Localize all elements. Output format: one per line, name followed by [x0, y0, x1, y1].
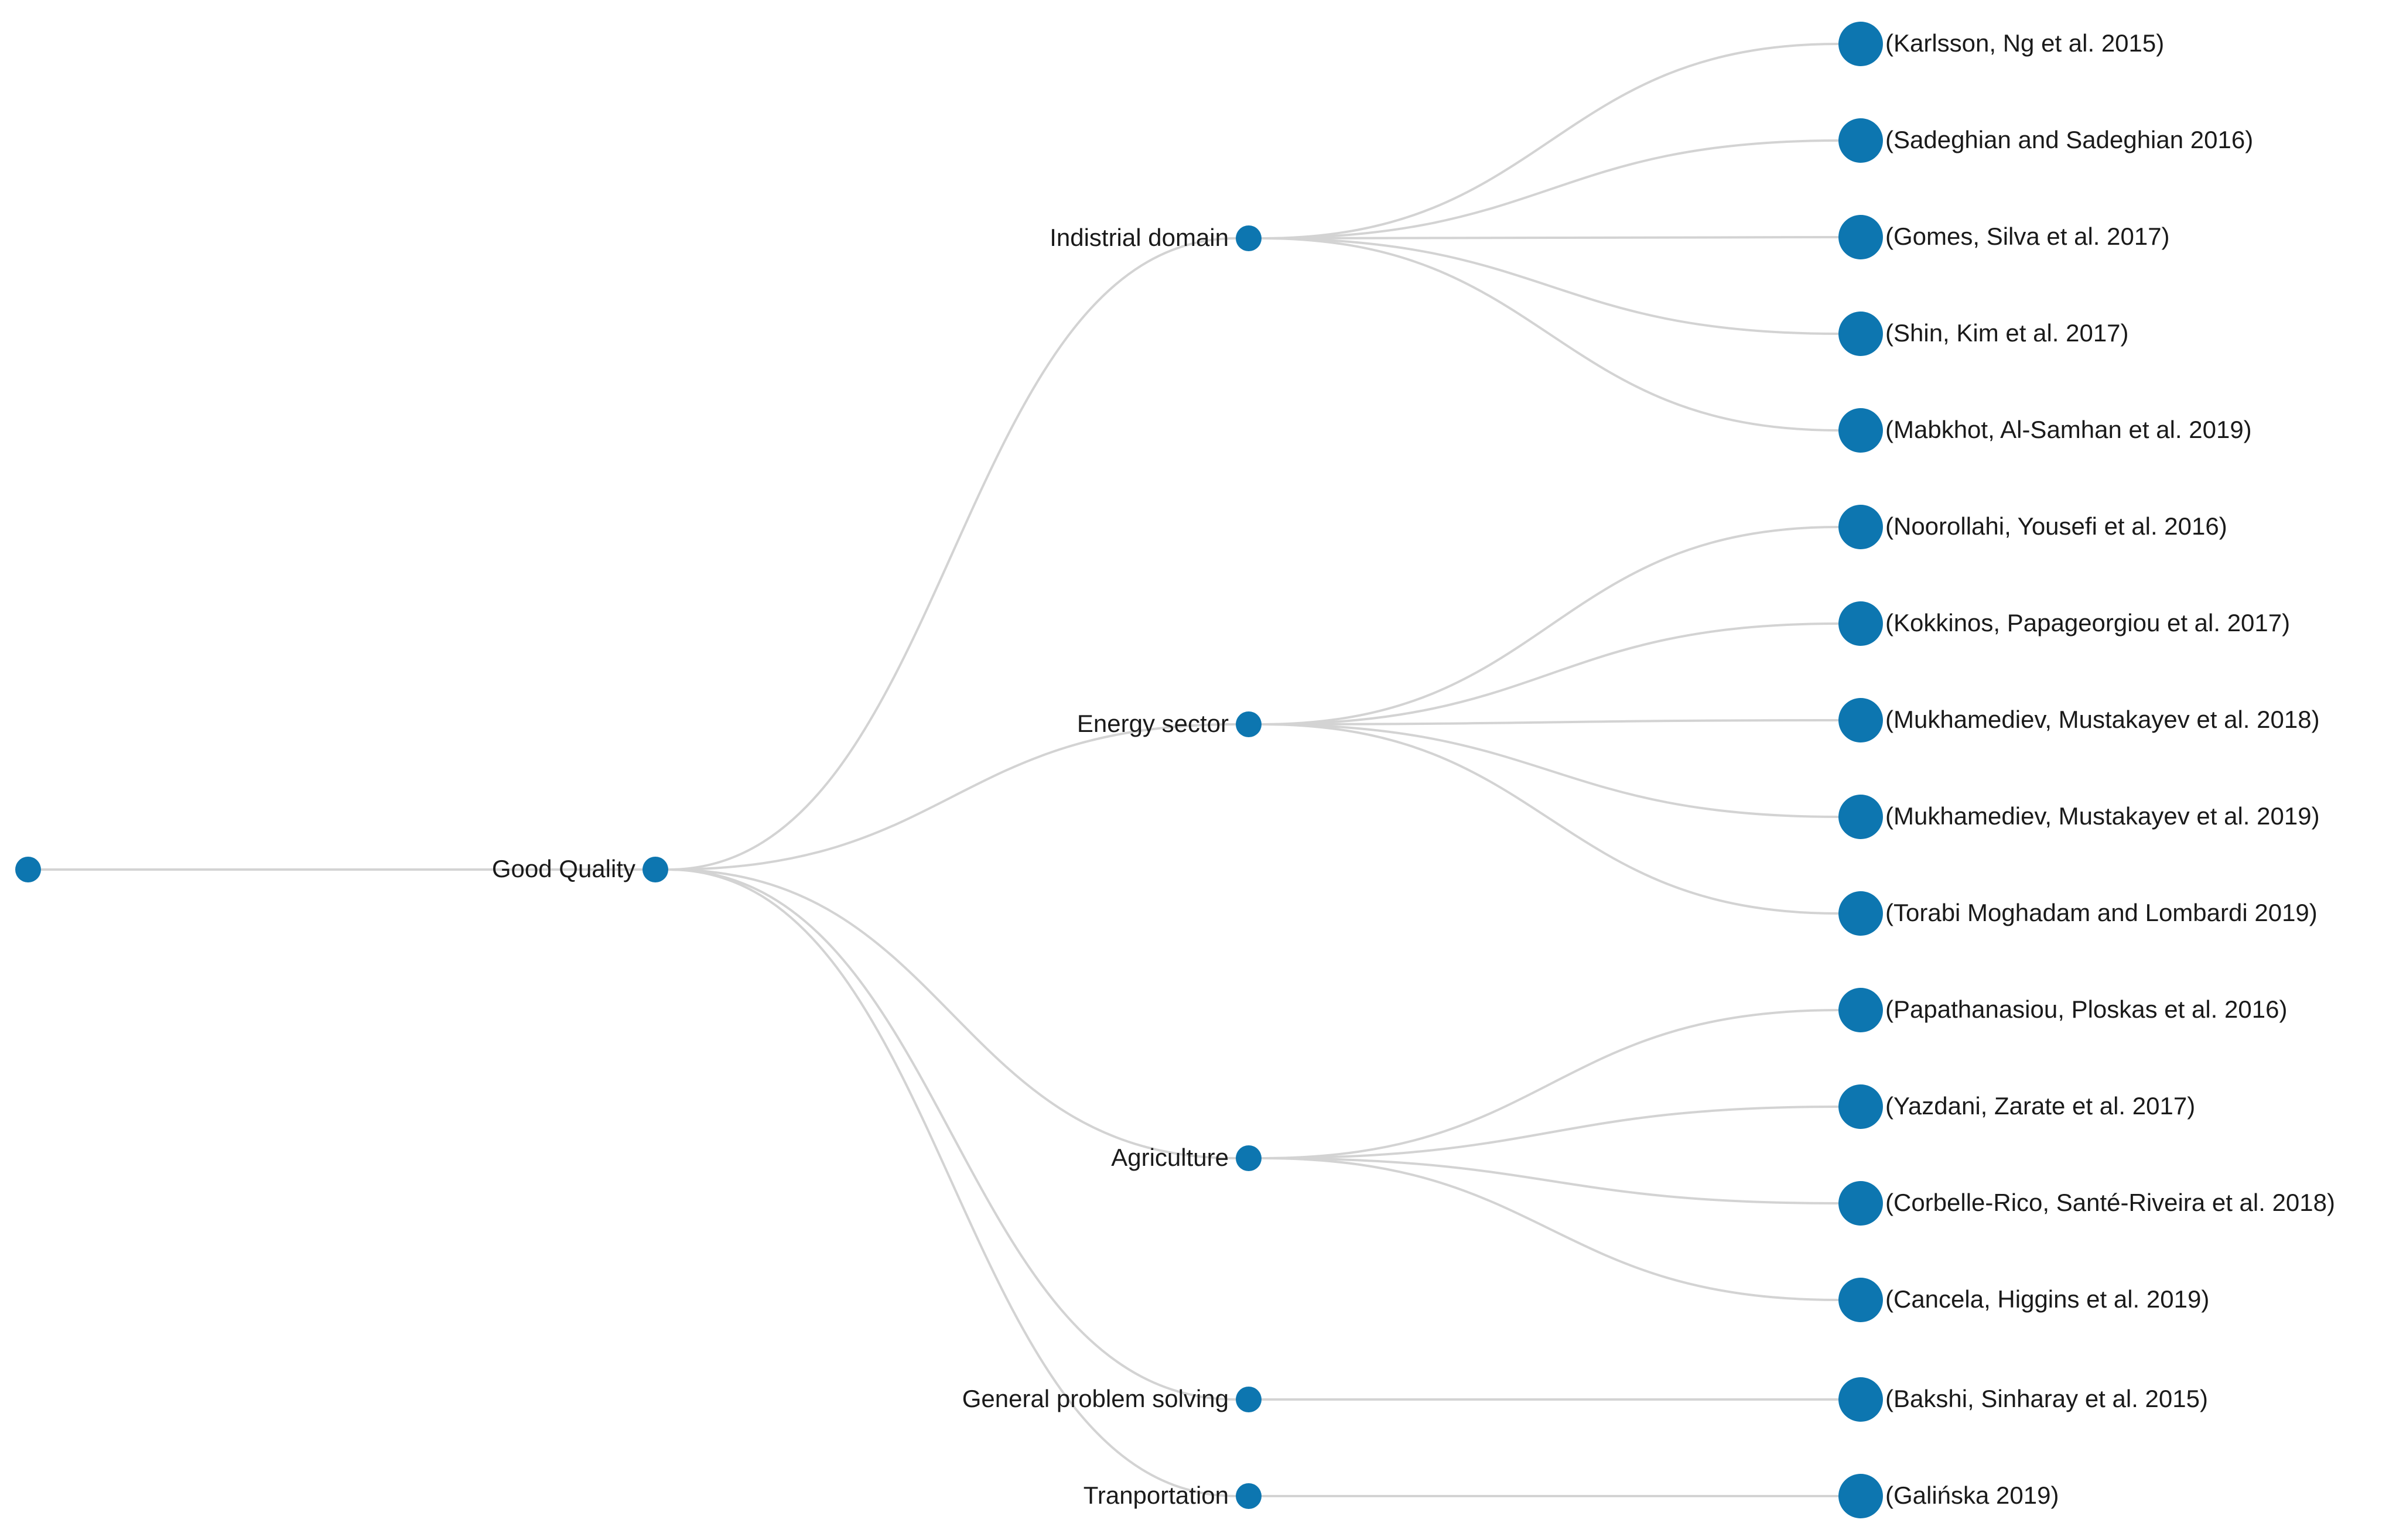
node-dot-icon[interactable] [1838, 22, 1883, 66]
tree-node-noorollahi-yousefi-et-al-2016[interactable]: (Noorollahi, Yousefi et al. 2016) [1838, 505, 2227, 549]
node-dot-icon[interactable] [15, 857, 41, 882]
tree-link-indistrial-domain-to-gomes-silva-et-al-2017 [1260, 236, 1840, 239]
tree-link-indistrial-domain-to-sadeghian-and-sadeghian-2016 [1260, 139, 1840, 239]
node-dot-icon[interactable] [1236, 1145, 1262, 1171]
tree-node-mukhamediev-mustakayev-et-al-2019[interactable]: (Mukhamediev, Mustakayev et al. 2019) [1838, 795, 2320, 839]
node-dot-icon[interactable] [1838, 215, 1883, 259]
node-dot-icon[interactable] [1838, 988, 1883, 1032]
node-label-mukhamediev-mustakayev-et-al-2018: (Mukhamediev, Mustakayev et al. 2018) [1885, 706, 2320, 733]
tree-node-sadeghian-and-sadeghian-2016[interactable]: (Sadeghian and Sadeghian 2016) [1838, 118, 2253, 163]
tree-node-agriculture[interactable]: Agriculture [1111, 1144, 1262, 1171]
tree-node-tranportation[interactable]: Tranportation [1084, 1481, 1262, 1509]
tree-node-indistrial-domain[interactable]: Indistrial domain [1050, 224, 1262, 251]
node-dot-icon[interactable] [1838, 1084, 1883, 1129]
tree-node-bakshi-sinharay-et-al-2015[interactable]: (Bakshi, Sinharay et al. 2015) [1838, 1377, 2208, 1422]
tree-link-agriculture-to-cancela-higgins-et-al-2019 [1260, 1157, 1840, 1301]
node-dot-icon[interactable] [1838, 408, 1883, 453]
node-dot-icon[interactable] [1838, 1474, 1883, 1518]
node-dot-icon[interactable] [1236, 225, 1262, 251]
tree-node-root[interactable] [15, 857, 41, 882]
node-label-general-problem-solving: General problem solving [962, 1385, 1229, 1412]
node-label-noorollahi-yousefi-et-al-2016: (Noorollahi, Yousefi et al. 2016) [1885, 512, 2227, 540]
links-layer [40, 43, 1840, 1497]
node-dot-icon[interactable] [1236, 1387, 1262, 1412]
node-label-agriculture: Agriculture [1111, 1144, 1229, 1171]
node-label-gomes-silva-et-al-2017: (Gomes, Silva et al. 2017) [1885, 223, 2170, 250]
node-label-mukhamediev-mustakayev-et-al-2019: (Mukhamediev, Mustakayev et al. 2019) [1885, 802, 2320, 830]
tree-node-energy-sector[interactable]: Energy sector [1077, 710, 1262, 737]
node-dot-icon[interactable] [1838, 601, 1883, 646]
tree-node-good-quality[interactable]: Good Quality [492, 855, 668, 882]
tree-link-agriculture-to-yazdani-zarate-et-al-2017 [1260, 1106, 1840, 1159]
tree-link-indistrial-domain-to-shin-kim-et-al-2017 [1260, 237, 1840, 335]
tree-node-mukhamediev-mustakayev-et-al-2018[interactable]: (Mukhamediev, Mustakayev et al. 2018) [1838, 698, 2320, 742]
tree-node-general-problem-solving[interactable]: General problem solving [962, 1385, 1262, 1412]
tree-node-gali-ska-2019[interactable]: (Galińska 2019) [1838, 1474, 2059, 1518]
tree-link-indistrial-domain-to-mabkhot-al-samhan-et-al-2019 [1260, 237, 1840, 432]
node-label-energy-sector: Energy sector [1077, 710, 1229, 737]
tree-node-yazdani-zarate-et-al-2017[interactable]: (Yazdani, Zarate et al. 2017) [1838, 1084, 2195, 1129]
node-dot-icon[interactable] [1838, 1278, 1883, 1322]
node-label-papathanasiou-ploskas-et-al-2016: (Papathanasiou, Ploskas et al. 2016) [1885, 995, 2287, 1023]
node-dot-icon[interactable] [1838, 312, 1883, 356]
tree-node-kokkinos-papageorgiou-et-al-2017[interactable]: (Kokkinos, Papageorgiou et al. 2017) [1838, 601, 2290, 646]
node-label-mabkhot-al-samhan-et-al-2019: (Mabkhot, Al-Samhan et al. 2019) [1885, 416, 2252, 443]
tree-node-papathanasiou-ploskas-et-al-2016[interactable]: (Papathanasiou, Ploskas et al. 2016) [1838, 988, 2287, 1032]
node-dot-icon[interactable] [1838, 505, 1883, 549]
tree-link-good-quality-to-general-problem-solving [667, 868, 1237, 1401]
node-dot-icon[interactable] [642, 857, 668, 882]
node-dot-icon[interactable] [1236, 711, 1262, 737]
node-label-yazdani-zarate-et-al-2017: (Yazdani, Zarate et al. 2017) [1885, 1092, 2195, 1120]
tree-node-mabkhot-al-samhan-et-al-2019[interactable]: (Mabkhot, Al-Samhan et al. 2019) [1838, 408, 2252, 453]
node-dot-icon[interactable] [1838, 1377, 1883, 1422]
node-dot-icon[interactable] [1236, 1483, 1262, 1509]
node-label-tranportation: Tranportation [1084, 1481, 1229, 1509]
node-dot-icon[interactable] [1838, 891, 1883, 936]
node-label-gali-ska-2019: (Galińska 2019) [1885, 1481, 2059, 1509]
tree-link-energy-sector-to-mukhamediev-mustakayev-et-al-2019 [1260, 723, 1840, 818]
node-dot-icon[interactable] [1838, 795, 1883, 839]
tree-link-energy-sector-to-kokkinos-papageorgiou-et-al-2017 [1260, 622, 1840, 725]
tree-link-good-quality-to-tranportation [667, 868, 1237, 1497]
node-label-cancela-higgins-et-al-2019: (Cancela, Higgins et al. 2019) [1885, 1285, 2209, 1313]
tree-link-agriculture-to-corbelle-rico-sant-riveira-et-al-2018 [1260, 1157, 1840, 1204]
node-dot-icon[interactable] [1838, 1181, 1883, 1226]
tree-node-gomes-silva-et-al-2017[interactable]: (Gomes, Silva et al. 2017) [1838, 215, 2170, 259]
node-label-indistrial-domain: Indistrial domain [1050, 224, 1229, 251]
node-label-bakshi-sinharay-et-al-2015: (Bakshi, Sinharay et al. 2015) [1885, 1385, 2208, 1412]
tree-link-good-quality-to-energy-sector [667, 723, 1237, 871]
tree-link-energy-sector-to-torabi-moghadam-and-lombardi-2019 [1260, 723, 1840, 915]
node-label-corbelle-rico-sant-riveira-et-al-2018: (Corbelle-Rico, Santé-Riveira et al. 201… [1885, 1189, 2335, 1216]
tree-node-torabi-moghadam-and-lombardi-2019[interactable]: (Torabi Moghadam and Lombardi 2019) [1838, 891, 2318, 936]
tree-node-cancela-higgins-et-al-2019[interactable]: (Cancela, Higgins et al. 2019) [1838, 1278, 2209, 1322]
node-label-torabi-moghadam-and-lombardi-2019: (Torabi Moghadam and Lombardi 2019) [1885, 899, 2318, 926]
tree-link-energy-sector-to-noorollahi-yousefi-et-al-2016 [1260, 526, 1840, 725]
tree-node-shin-kim-et-al-2017[interactable]: (Shin, Kim et al. 2017) [1838, 312, 2129, 356]
node-label-kokkinos-papageorgiou-et-al-2017: (Kokkinos, Papageorgiou et al. 2017) [1885, 609, 2290, 636]
node-label-karlsson-ng-et-al-2015: (Karlsson, Ng et al. 2015) [1885, 29, 2164, 57]
tree-link-good-quality-to-indistrial-domain [667, 237, 1237, 871]
tree-link-energy-sector-to-mukhamediev-mustakayev-et-al-2018 [1260, 719, 1840, 725]
tree-link-agriculture-to-papathanasiou-ploskas-et-al-2016 [1260, 1009, 1840, 1159]
tree-node-corbelle-rico-sant-riveira-et-al-2018[interactable]: (Corbelle-Rico, Santé-Riveira et al. 201… [1838, 1181, 2335, 1226]
tree-link-indistrial-domain-to-karlsson-ng-et-al-2015 [1260, 43, 1840, 239]
node-label-sadeghian-and-sadeghian-2016: (Sadeghian and Sadeghian 2016) [1885, 126, 2253, 153]
node-label-good-quality: Good Quality [492, 855, 635, 882]
tree-link-good-quality-to-agriculture [667, 868, 1237, 1159]
node-dot-icon[interactable] [1838, 118, 1883, 163]
tree-node-karlsson-ng-et-al-2015[interactable]: (Karlsson, Ng et al. 2015) [1838, 22, 2164, 66]
node-dot-icon[interactable] [1838, 698, 1883, 742]
node-label-shin-kim-et-al-2017: (Shin, Kim et al. 2017) [1885, 319, 2129, 347]
